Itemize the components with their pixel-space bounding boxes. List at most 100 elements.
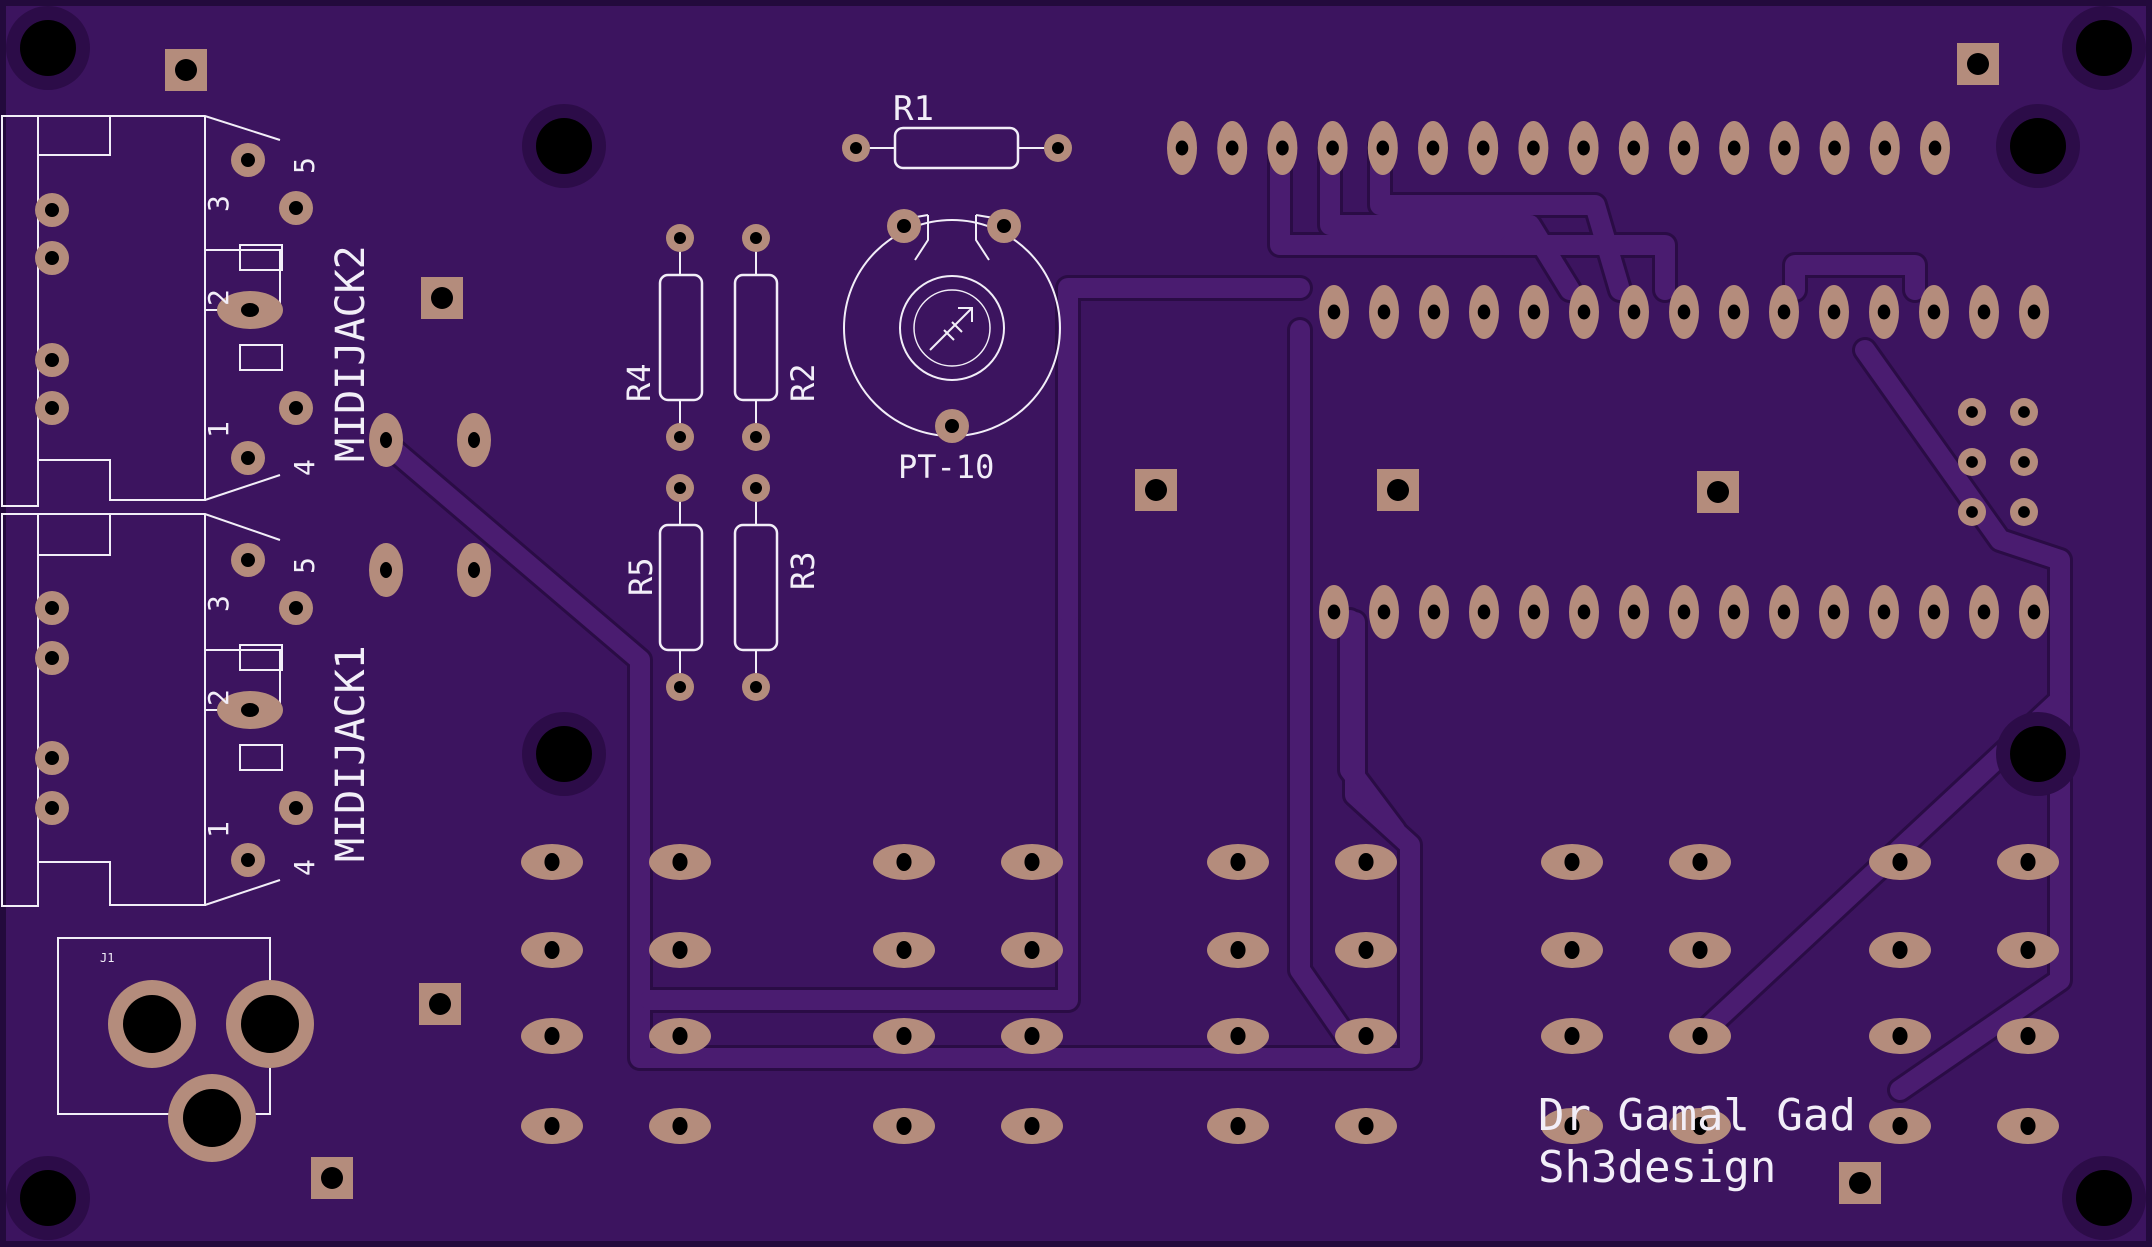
jack-pin-pad-icon [35, 791, 69, 825]
pin-pad-icon [873, 932, 935, 968]
pin-pad-icon [1418, 121, 1448, 175]
aux-pad-icon [457, 413, 491, 467]
pin-pad-icon [1969, 285, 1999, 339]
pin-pad-icon [1997, 844, 2059, 880]
pin-label: 5 [288, 157, 321, 174]
pin-pad-icon [1919, 285, 1949, 339]
jack-pin-pad-icon [35, 343, 69, 377]
jack-pin-pad-icon [279, 591, 313, 625]
pin-pad-icon [1618, 121, 1649, 175]
pin-pad-icon [649, 844, 711, 880]
pin-pad-icon [649, 1018, 711, 1054]
jack-pin-pad-icon [35, 591, 69, 625]
icsp-header [1958, 398, 2038, 526]
r5-label: R5 [622, 557, 660, 596]
pin-pad-icon [1207, 1018, 1269, 1054]
mount-hole-icon [1996, 712, 2080, 796]
jack-pin-pad-icon [231, 441, 265, 475]
pin-label: 3 [202, 595, 235, 612]
pin-pad-icon [1669, 121, 1699, 175]
ic-socket-bottom-row [1319, 585, 2049, 639]
pin-pad-icon [1369, 585, 1399, 639]
resistor-pad-icon [666, 224, 694, 252]
pin-pad-icon [1869, 844, 1931, 880]
pt10-label: PT-10 [898, 448, 994, 486]
j1-power-jack: J1 [57, 937, 314, 1162]
pot-pad-icon [887, 209, 921, 243]
brand-label: Sh3design [1538, 1142, 1776, 1193]
potentiometer-pt10: PT-10 [843, 209, 1061, 486]
pin-pad-icon [1969, 585, 1999, 639]
pin-pad-icon [1869, 585, 1899, 639]
pin-pad-icon [1519, 285, 1549, 339]
j1-label: J1 [100, 951, 114, 965]
pin-label: 1 [202, 821, 235, 838]
pin-pad-icon [1468, 121, 1499, 175]
jack-pin-pad-icon [35, 193, 69, 227]
pin-pad-icon [1518, 121, 1549, 175]
pin-pad-icon [873, 1018, 935, 1054]
resistor-r4: R4 [620, 224, 704, 451]
square-pad-icon [419, 983, 461, 1025]
j1-pad-icon [168, 1074, 256, 1162]
pin-label: 3 [202, 195, 235, 212]
header-row [1167, 121, 1950, 175]
midijack2-footprint: 5 3 2 1 4 MIDIJACK2 [1, 115, 374, 507]
resistor-pad-icon [742, 423, 770, 451]
square-pad-icon [165, 49, 207, 91]
pin-pad-icon [1569, 585, 1599, 639]
pin-pad-icon [1207, 932, 1269, 968]
pin-pad-icon [521, 932, 583, 968]
pin-pad-icon [1819, 585, 1849, 639]
pin-pad-icon [521, 1108, 583, 1144]
pin-pad-icon [1669, 932, 1731, 968]
pot-pad-icon [987, 209, 1021, 243]
pin-pad-icon [1997, 1018, 2059, 1054]
pin-pad-icon [1919, 585, 1949, 639]
pin-pad-icon [1869, 285, 1899, 339]
pin-pad-icon [1669, 585, 1699, 639]
pin-label: 1 [202, 421, 235, 438]
ic-socket-top-row [1319, 285, 2049, 339]
aux-pad-icon [457, 543, 491, 597]
pin-pad-icon [1569, 285, 1599, 339]
pin-pad-icon [2010, 398, 2038, 426]
pin-pad-icon [2010, 448, 2038, 476]
mount-hole-icon [2062, 1156, 2146, 1240]
pin-pad-icon [1207, 1108, 1269, 1144]
resistor-pad-icon [666, 474, 694, 502]
resistor-pad-icon [842, 134, 870, 162]
mount-hole-icon [522, 104, 606, 188]
resistor-pad-icon [1044, 134, 1072, 162]
pin-pad-icon [1719, 285, 1749, 339]
resistor-pad-icon [742, 673, 770, 701]
pin-pad-icon [1920, 121, 1950, 175]
pin-pad-icon [1958, 398, 1986, 426]
mount-hole-icon [6, 1156, 90, 1240]
pot-pad-icon [935, 409, 969, 443]
pin-pad-icon [1319, 285, 1349, 339]
pin-pad-icon [1669, 844, 1731, 880]
square-pad-icon [1839, 1162, 1881, 1204]
r2-label: R2 [784, 363, 822, 402]
j1-pad-icon [226, 980, 314, 1068]
pin-pad-icon [2019, 285, 2049, 339]
jack-pin-pad-icon [35, 241, 69, 275]
pin-pad-icon [1419, 585, 1449, 639]
square-pad-icon [311, 1157, 353, 1199]
jack-pin-pad-icon [279, 391, 313, 425]
r1-label: R1 [893, 89, 934, 129]
author-label: Dr Gamal Gad [1538, 1090, 1856, 1141]
pin-pad-icon [1769, 285, 1799, 339]
pin-pad-icon [1167, 121, 1197, 175]
pin-pad-icon [1997, 1108, 2059, 1144]
resistor-r2: R2 [733, 224, 822, 451]
button-pad-grid [521, 844, 2059, 1144]
pin-pad-icon [1769, 585, 1799, 639]
pin-pad-icon [1819, 121, 1850, 175]
square-pad-icon [1697, 471, 1739, 513]
resistor-r1: R1 [842, 89, 1072, 170]
pin-pad-icon [1001, 1108, 1063, 1144]
pin-pad-icon [1519, 585, 1549, 639]
